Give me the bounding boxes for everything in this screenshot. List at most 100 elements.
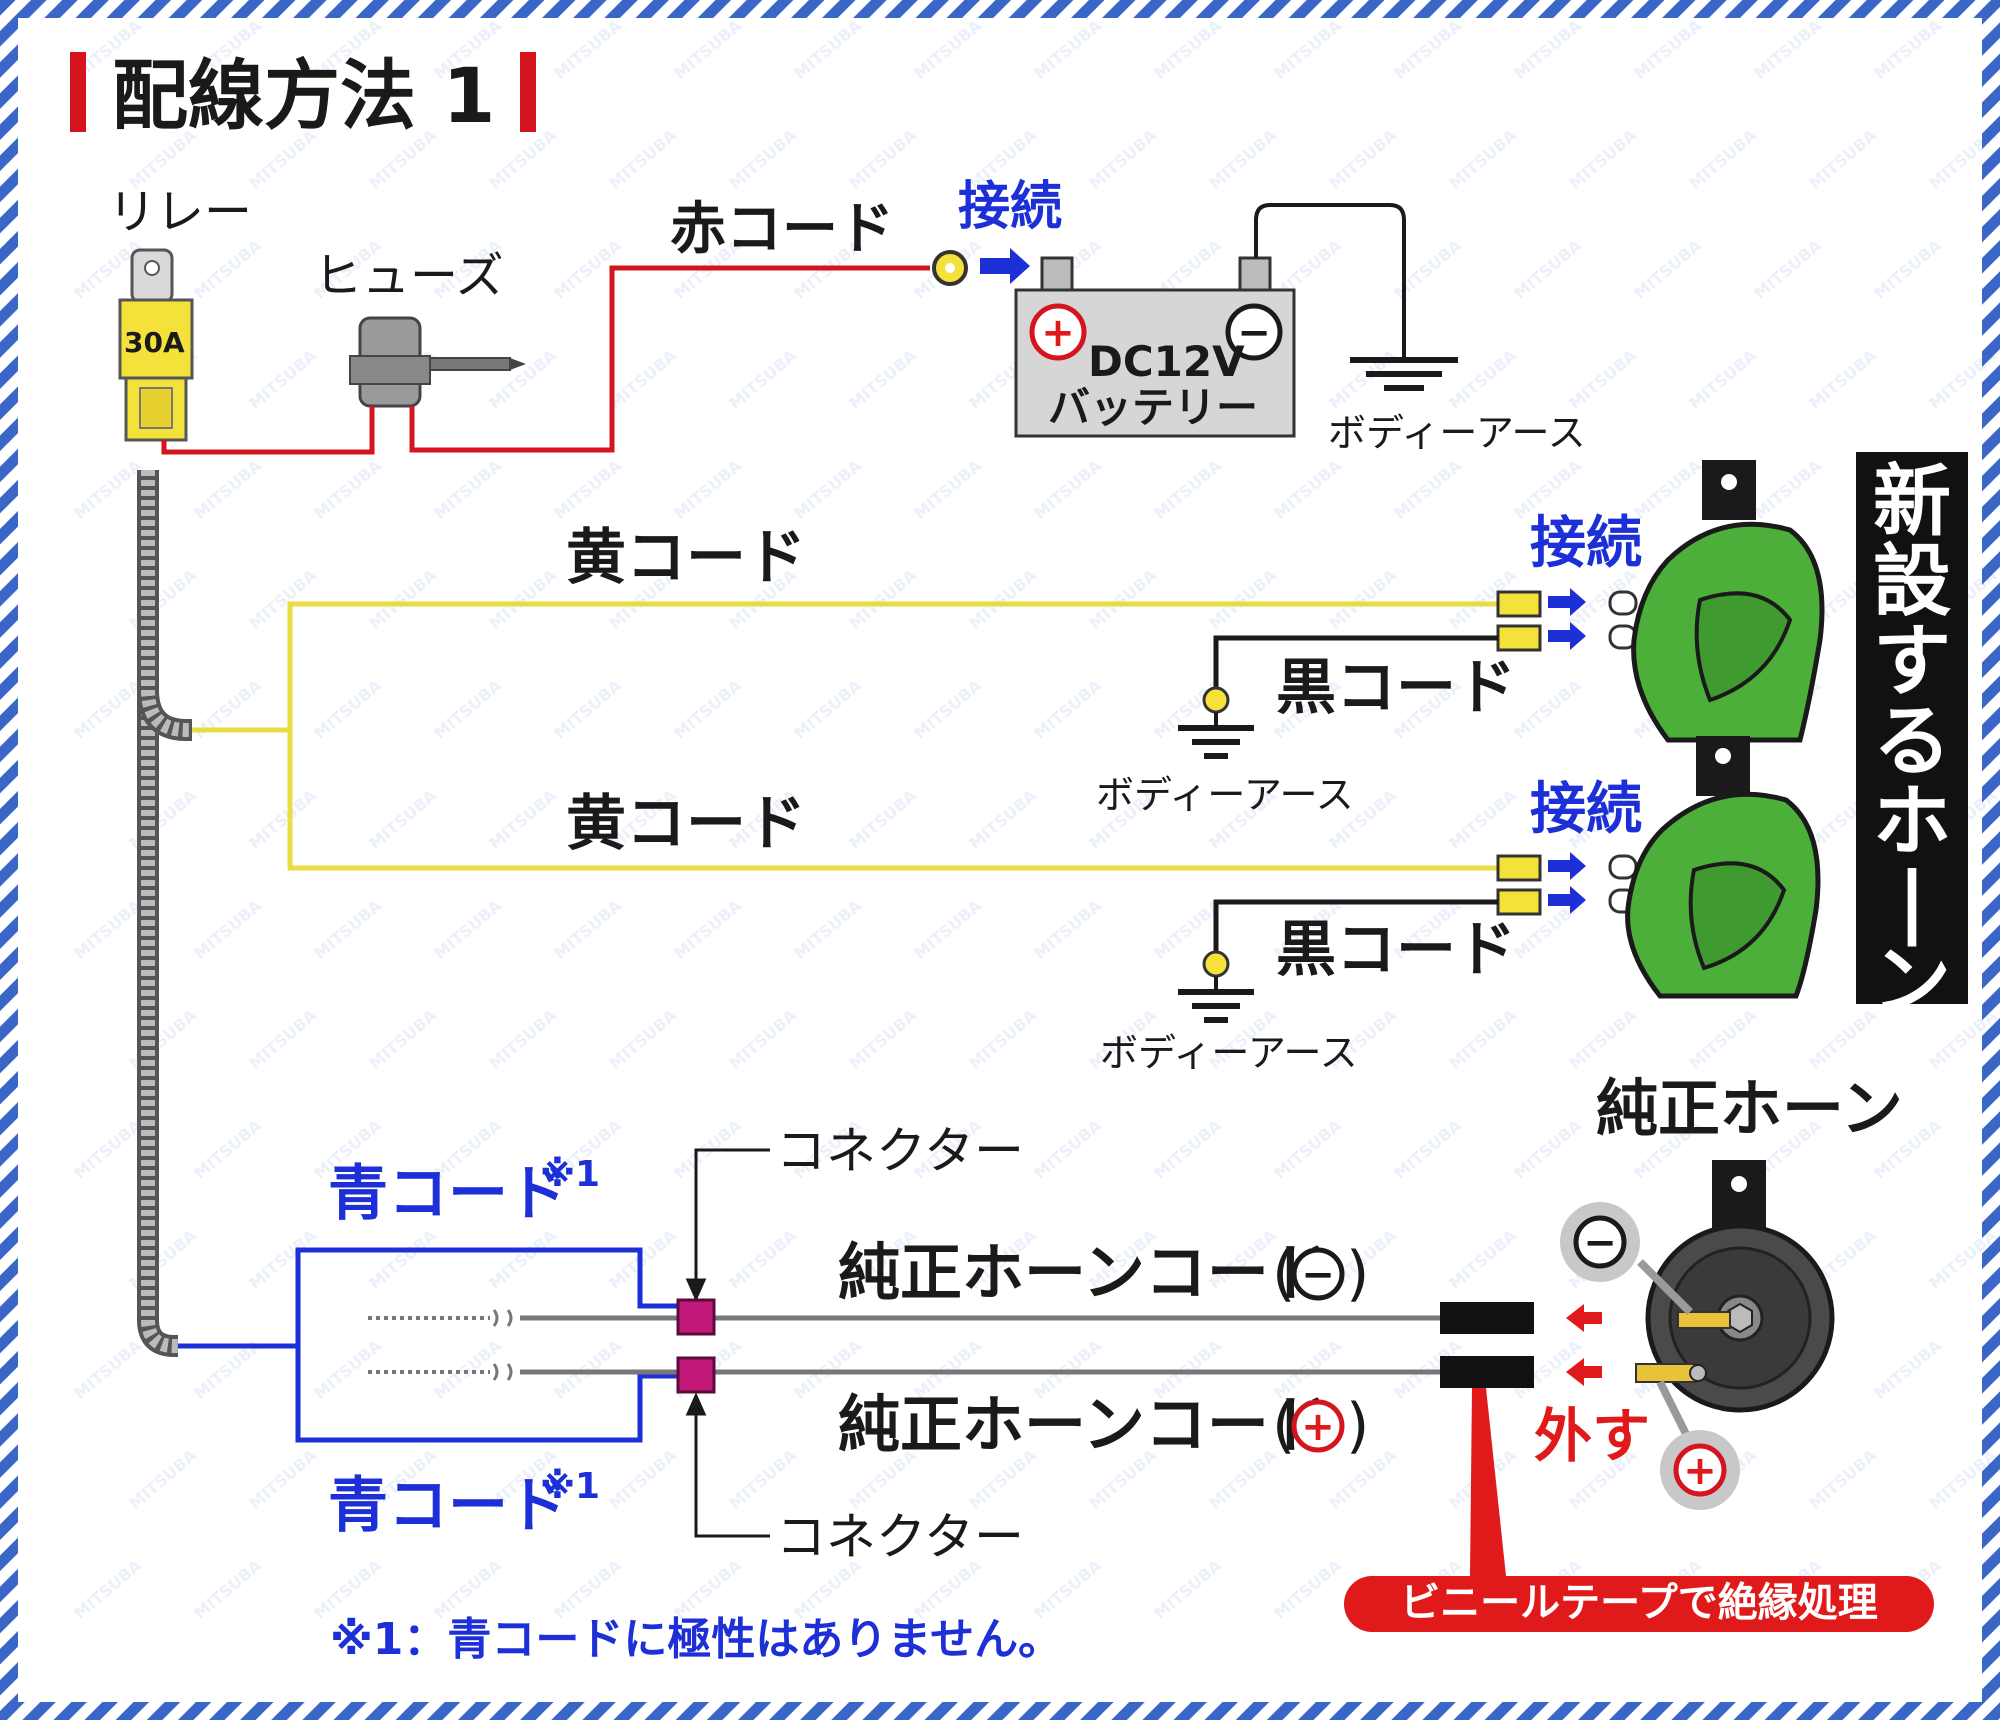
watermark-text: MITSUBA: [1270, 1555, 1345, 1623]
svg-text:): ): [1346, 1391, 1369, 1461]
watermark-text: MITSUBA: [125, 1445, 200, 1513]
horn1-assembly: 黒コード ボディーアース 接続: [1096, 460, 1825, 817]
watermark-text: MITSUBA: [845, 345, 920, 413]
watermark-text: MITSUBA: [1325, 345, 1400, 413]
watermark-text: MITSUBA: [1685, 125, 1760, 193]
horn2-black-terminal: [1496, 888, 1542, 916]
watermark-text: MITSUBA: [725, 1005, 800, 1073]
footnote: ※1：青コードに極性はありません。: [330, 1614, 1062, 1665]
new-horn-char: 設: [1873, 537, 1951, 627]
watermark-text: MITSUBA: [1445, 125, 1520, 193]
new-horn-box: [1856, 452, 1968, 1004]
remove-arrow-top: [1566, 1304, 1602, 1332]
horn2-earth-label: ボディーアース: [1100, 1031, 1358, 1075]
stock-cord-minus-label: 純正ホーンコード: [838, 1236, 1331, 1309]
battery-plus-icon: [1029, 303, 1087, 361]
watermark-text: MITSUBA: [310, 895, 385, 963]
svg-text:+: +: [1041, 310, 1075, 356]
watermark-text: MITSUBA: [910, 675, 985, 743]
title-bar-right: [520, 52, 536, 132]
horn1-earth-label: ボディーアース: [1096, 773, 1354, 817]
remove-label: 外す: [1534, 1402, 1650, 1470]
watermark-text: MITSUBA: [190, 675, 265, 743]
watermark-text: MITSUBA: [125, 1005, 200, 1073]
watermark-text: MITSUBA: [1085, 565, 1160, 633]
watermark-text: MITSUBA: [1445, 785, 1520, 853]
watermark-text: MITSUBA: [430, 675, 505, 743]
svg-text:): ): [1346, 1239, 1369, 1309]
watermark-text: MITSUBA: [1270, 455, 1345, 523]
cord-minus-icon: [1291, 1247, 1345, 1301]
blue-wires: [178, 1247, 688, 1443]
watermark-text: MITSUBA: [485, 1225, 560, 1293]
watermark-text: MITSUBA: [1565, 1005, 1640, 1073]
watermark-text: MITSUBA: [430, 455, 505, 523]
horn1-yellow-terminal: [1496, 590, 1542, 618]
red-cord-label: 赤コード: [670, 197, 894, 262]
watermark-text: MITSUBA: [1270, 1115, 1345, 1183]
watermark-text: MITSUBA: [125, 565, 200, 633]
watermark-text: MITSUBA: [1870, 235, 1945, 303]
watermark-text: MITSUBA: [1325, 125, 1400, 193]
horn2-assembly: 黒コード ボディーアース 接続: [1100, 736, 1821, 1075]
tape-note-pill: [1344, 1576, 1934, 1632]
watermark-text: MITSUBA: [1085, 125, 1160, 193]
new-horn-banner: 新設するホ|ン: [1856, 452, 1968, 1027]
relay-rating: 30A: [124, 326, 185, 359]
watermark-text: MITSUBA: [605, 1005, 680, 1073]
connector-top-label: コネクター: [776, 1122, 1024, 1180]
watermark-text: MITSUBA: [1390, 15, 1465, 83]
watermark-text: MITSUBA: [245, 1225, 320, 1293]
watermark-text: MITSUBA: [1565, 125, 1640, 193]
watermark-text: MITSUBA: [965, 785, 1040, 853]
watermark-text: MITSUBA: [1030, 455, 1105, 523]
blue-cord-top-note: ※1: [540, 1154, 600, 1195]
connector-callouts: [685, 1148, 770, 1538]
watermark-text: MITSUBA: [310, 1555, 385, 1623]
connect-arrow: [980, 248, 1030, 284]
watermark-text: MITSUBA: [1510, 1115, 1585, 1183]
watermark-text: MITSUBA: [70, 675, 145, 743]
blue-cord-bottom-note: ※1: [540, 1466, 600, 1507]
watermark-text: MITSUBA: [1805, 345, 1880, 413]
watermark-text: MITSUBA: [670, 675, 745, 743]
watermark-text: MITSUBA: [910, 455, 985, 523]
watermark-text: MITSUBA: [70, 1555, 145, 1623]
watermark-text: MITSUBA: [1510, 235, 1585, 303]
fuse: ヒューズ: [314, 248, 526, 408]
horn2-black-label: 黒コード: [1276, 915, 1516, 985]
stock-horn-plus-icon: [1673, 1443, 1727, 1497]
stock-cords: [368, 1309, 1440, 1381]
relay-label: リレー: [108, 184, 252, 240]
watermark-text: MITSUBA: [1510, 15, 1585, 83]
watermark-text: MITSUBA: [1870, 15, 1945, 83]
horn1-yellow-label: 黄コード: [566, 523, 806, 593]
watermark-text: MITSUBA: [485, 1005, 560, 1073]
remove-arrow-bottom: [1566, 1358, 1602, 1386]
svg-text:−: −: [1237, 310, 1271, 356]
watermark-text: MITSUBA: [670, 15, 745, 83]
watermark-text: MITSUBA: [550, 15, 625, 83]
watermark-text: MITSUBA: [790, 15, 865, 83]
tape-note-label: ビニールテープで絶縁処理: [1400, 1580, 1878, 1626]
watermark-text: MITSUBA: [365, 785, 440, 853]
stock-horn-label: 純正ホーン: [1596, 1072, 1903, 1145]
watermark-text: MITSUBA: [1325, 565, 1400, 633]
watermark-text: MITSUBA: [550, 1555, 625, 1623]
new-horn-char: す: [1873, 617, 1951, 707]
blue-cord-top-label: 青コード: [328, 1159, 568, 1229]
horn2-connect-label: 接続: [1530, 777, 1642, 842]
svg-text:−: −: [1301, 1252, 1335, 1298]
watermark-text: MITSUBA: [70, 895, 145, 963]
watermark-text: MITSUBA: [190, 1555, 265, 1623]
watermark-text: MITSUBA: [605, 1225, 680, 1293]
watermark-text: MITSUBA: [430, 1335, 505, 1403]
watermark-text: MITSUBA: [1030, 1555, 1105, 1623]
watermark-text: MITSUBA: [310, 455, 385, 523]
watermark-text: MITSUBA: [1270, 15, 1345, 83]
new-horn-char: ン: [1873, 937, 1951, 1027]
watermark-text: MITSUBA: [1390, 455, 1465, 523]
watermark-text: MITSUBA: [1805, 125, 1880, 193]
horn1-connect-label: 接続: [1530, 511, 1642, 576]
